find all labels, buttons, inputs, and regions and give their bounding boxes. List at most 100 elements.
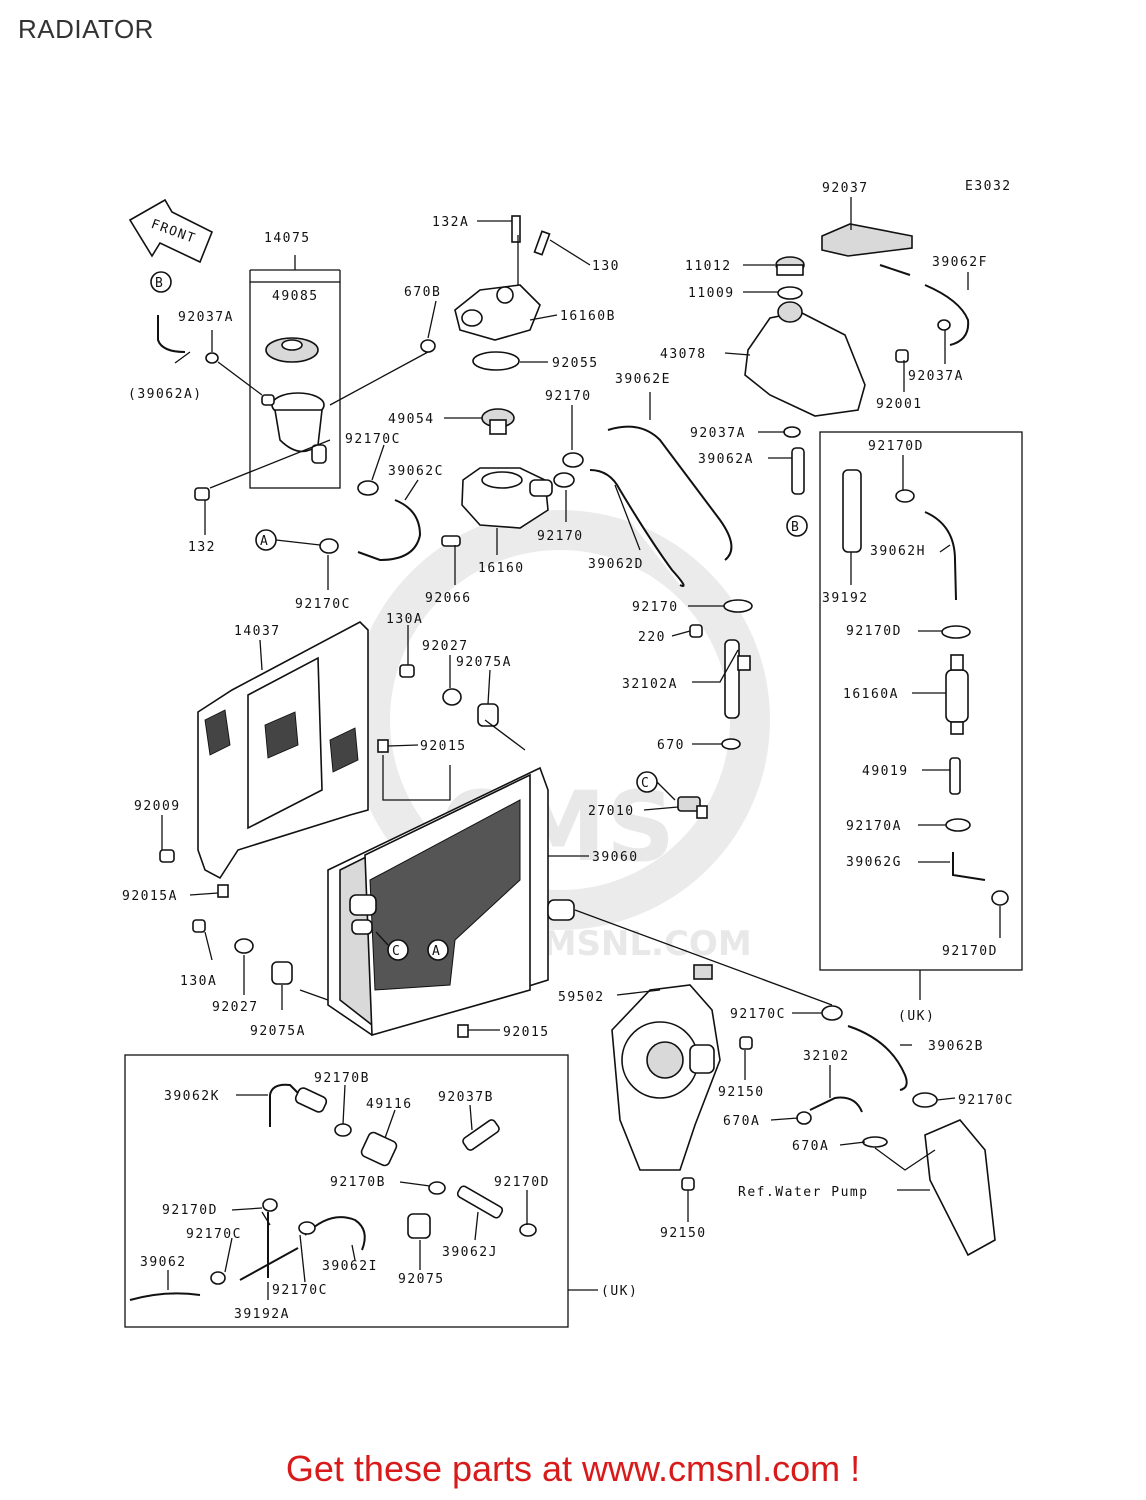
label-39062f: 39062F bbox=[932, 255, 988, 270]
label-92037: 92037 bbox=[822, 181, 869, 196]
label-92170b-2: 92170B bbox=[330, 1175, 386, 1190]
reservoir-gasket bbox=[777, 286, 803, 300]
label-14075: 14075 bbox=[264, 231, 311, 246]
label-92037a-tank: 92037A bbox=[908, 369, 964, 384]
water-pump-cover bbox=[924, 1119, 996, 1257]
strainer-49019 bbox=[949, 757, 961, 795]
label-16160: 16160 bbox=[478, 561, 525, 576]
uk-parts-box-right bbox=[819, 431, 1023, 971]
label-11012: 11012 bbox=[685, 259, 732, 274]
leader-lines bbox=[161, 197, 1001, 1300]
callout-a-top: A bbox=[255, 529, 277, 551]
hose-39062B bbox=[847, 1025, 908, 1091]
hose-39062E bbox=[607, 425, 733, 561]
footer-cta-link[interactable]: Get these parts at www.cmsnl.com ! bbox=[285, 1448, 861, 1489]
label-49019: 49019 bbox=[862, 764, 909, 779]
hose-39062A bbox=[791, 447, 805, 495]
label-49054: 49054 bbox=[388, 412, 435, 427]
label-130a-bottom: 130A bbox=[180, 974, 217, 989]
reservoir-tank bbox=[744, 301, 866, 417]
label-92170c-a: 92170C bbox=[295, 597, 351, 612]
water-pump bbox=[611, 964, 721, 1171]
callout-b-top: B bbox=[150, 271, 172, 293]
label-39062a-paren: (39062A) bbox=[128, 387, 203, 402]
label-92037b: 92037B bbox=[438, 1090, 494, 1105]
label-92170d-left: 92170D bbox=[162, 1203, 218, 1218]
thermostat-housing bbox=[441, 467, 553, 547]
label-92027-bottom: 92027 bbox=[212, 1000, 259, 1015]
label-92075: 92075 bbox=[398, 1272, 445, 1287]
label-92075a-top: 92075A bbox=[456, 655, 512, 670]
hose-39062H bbox=[924, 511, 957, 601]
label-92037a-left: 92037A bbox=[178, 310, 234, 325]
label-92075a-bottom: 92075A bbox=[250, 1024, 306, 1039]
front-arrow-icon: FRONT bbox=[128, 198, 214, 264]
label-92170-mid: 92170 bbox=[537, 529, 584, 544]
label-92170b-1: 92170B bbox=[314, 1071, 370, 1086]
label-130: 130 bbox=[592, 259, 620, 274]
label-92170d-1: 92170D bbox=[868, 439, 924, 454]
thermostat-cover bbox=[454, 215, 551, 341]
label-92170a: 92170A bbox=[846, 819, 902, 834]
part-labels: E3032 132A 130 16160B 92055 11012 11009 … bbox=[122, 179, 1014, 1322]
label-130a-top: 130A bbox=[386, 612, 423, 627]
diagram-code: E3032 bbox=[965, 179, 1012, 194]
label-92170c-top: 92170C bbox=[345, 432, 401, 447]
label-92170d-bottom: 92170D bbox=[494, 1175, 550, 1190]
callout-c-radiator: C bbox=[387, 939, 409, 961]
label-92150-upper: 92150 bbox=[718, 1085, 765, 1100]
label-92170-right: 92170 bbox=[632, 600, 679, 615]
label-92170c-bottom: 92170C bbox=[272, 1283, 328, 1298]
label-39062: 39062 bbox=[140, 1255, 187, 1270]
label-27010: 27010 bbox=[588, 804, 635, 819]
label-49116: 49116 bbox=[366, 1097, 413, 1112]
label-43078: 43078 bbox=[660, 347, 707, 362]
hose-39062F bbox=[879, 264, 970, 346]
label-92015-bottom: 92015 bbox=[503, 1025, 550, 1040]
label-49085: 49085 bbox=[272, 289, 319, 304]
callout-c-switch: C bbox=[636, 771, 658, 793]
label-32102a: 32102A bbox=[622, 677, 678, 692]
o-ring-670 bbox=[721, 738, 741, 750]
label-59502: 59502 bbox=[558, 990, 605, 1005]
pipe-39192 bbox=[842, 469, 862, 553]
filter-16160A bbox=[945, 654, 969, 735]
hose-39062A-upper bbox=[157, 315, 186, 353]
label-39062j: 39062J bbox=[442, 1245, 498, 1260]
fan-switch bbox=[677, 796, 708, 819]
label-32102: 32102 bbox=[803, 1049, 850, 1064]
label-39062d: 39062D bbox=[588, 557, 644, 572]
o-ring bbox=[472, 351, 520, 371]
page-title: RADIATOR bbox=[18, 14, 154, 44]
label-ref-water-pump: Ref.Water Pump bbox=[738, 1185, 869, 1200]
svg-text:A: A bbox=[260, 534, 269, 549]
svg-text:C: C bbox=[641, 776, 650, 791]
label-uk-bottom: (UK) bbox=[601, 1284, 638, 1299]
uk-parts-box-bottom bbox=[124, 1054, 569, 1328]
label-39062h: 39062H bbox=[870, 544, 926, 559]
label-39062b: 39062B bbox=[928, 1039, 984, 1054]
label-39192: 39192 bbox=[822, 591, 869, 606]
label-39060: 39060 bbox=[592, 850, 639, 865]
label-39192a: 39192A bbox=[234, 1307, 290, 1322]
label-92009: 92009 bbox=[134, 799, 181, 814]
radiator-core bbox=[327, 766, 575, 1037]
label-92027-top: 92027 bbox=[422, 639, 469, 654]
label-16160b: 16160B bbox=[560, 309, 616, 324]
label-92015-top: 92015 bbox=[420, 739, 467, 754]
label-uk-right: (UK) bbox=[898, 1009, 935, 1024]
pipe-32102A bbox=[724, 639, 751, 719]
label-670a-1: 670A bbox=[723, 1114, 760, 1129]
label-92001: 92001 bbox=[876, 397, 923, 412]
label-220: 220 bbox=[638, 630, 666, 645]
radiator-shroud bbox=[197, 621, 369, 880]
label-670b: 670B bbox=[404, 285, 441, 300]
label-92066: 92066 bbox=[425, 591, 472, 606]
filler-neck bbox=[261, 392, 327, 464]
label-92037a-right: 92037A bbox=[690, 426, 746, 441]
label-92170c-right: 92170C bbox=[958, 1093, 1014, 1108]
svg-text:A: A bbox=[432, 944, 441, 959]
svg-text:B: B bbox=[155, 276, 164, 291]
label-16160a: 16160A bbox=[843, 687, 899, 702]
